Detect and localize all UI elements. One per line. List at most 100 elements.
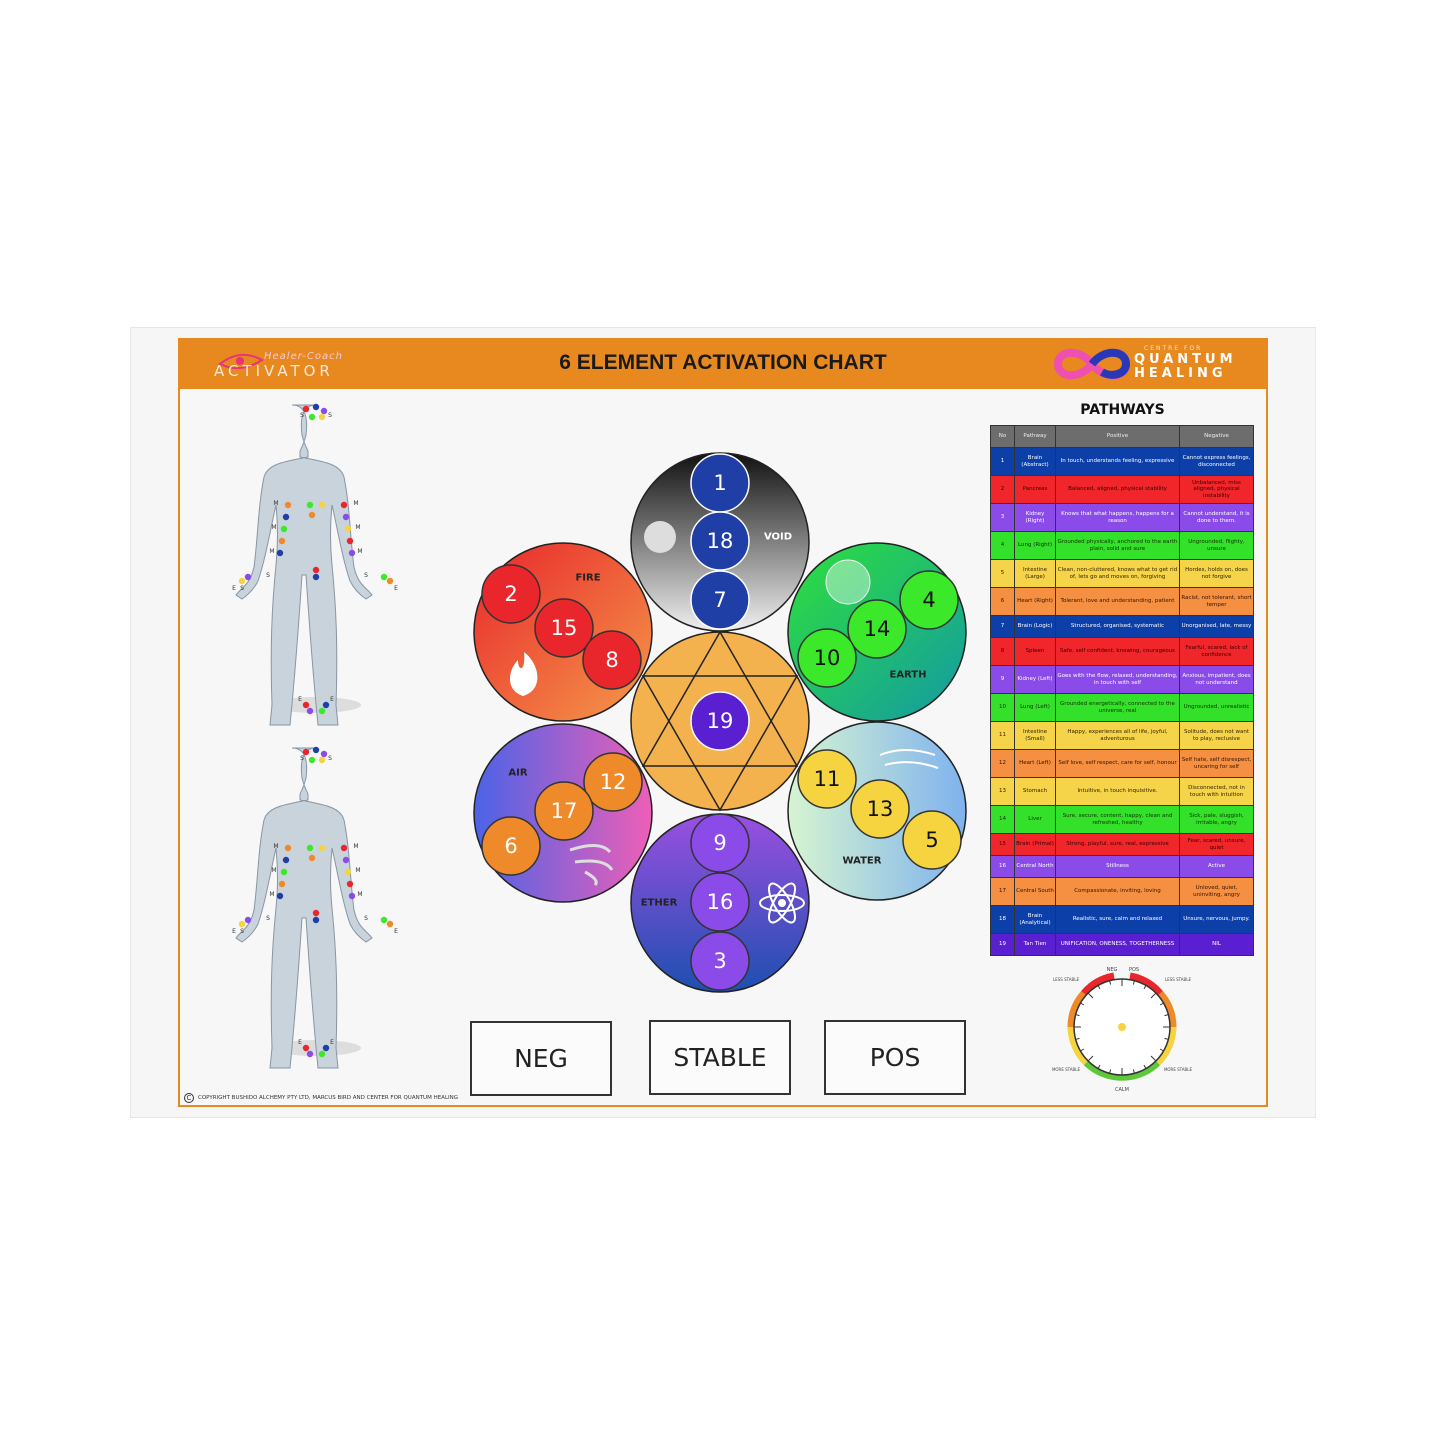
fire-icon: [509, 652, 538, 696]
acupoint-dot[interactable]: [280, 525, 288, 533]
acupoint-dot[interactable]: [342, 513, 350, 521]
acupoint-dot[interactable]: [244, 573, 252, 581]
acupoint-dot[interactable]: [282, 856, 290, 864]
acupoint-dot[interactable]: [322, 1044, 330, 1052]
pathway-number: 3: [713, 949, 726, 973]
acupoint-dot[interactable]: [308, 756, 316, 764]
pathway-node[interactable]: [690, 511, 750, 571]
pathway-node[interactable]: [534, 598, 594, 658]
acupoint-dot[interactable]: [238, 920, 246, 928]
atom-icon: [759, 882, 805, 924]
acupoint-dot[interactable]: [308, 413, 316, 421]
acupoint-dot[interactable]: [386, 577, 394, 585]
pathway-node[interactable]: [481, 564, 541, 624]
acupoint-dot[interactable]: [380, 573, 388, 581]
acupoint-dot[interactable]: [320, 407, 328, 415]
acupoint-dot[interactable]: [322, 701, 330, 709]
cell-no: 19: [990, 933, 1015, 956]
acupoint-dot[interactable]: [318, 844, 326, 852]
acupoint-dot[interactable]: [306, 501, 314, 509]
pathway-node[interactable]: [583, 752, 643, 812]
acupoint-dot[interactable]: [312, 573, 320, 581]
acupoint-dot[interactable]: [342, 856, 350, 864]
acupoint-dot[interactable]: [276, 549, 284, 557]
acupoint-dot[interactable]: [282, 513, 290, 521]
acupoint-dot[interactable]: [312, 909, 320, 917]
acupoint-dot[interactable]: [312, 403, 320, 411]
acupoint-dot[interactable]: [344, 868, 352, 876]
pathway-node[interactable]: [902, 810, 962, 870]
acupoint-dot[interactable]: [344, 525, 352, 533]
pathway-node[interactable]: [481, 816, 541, 876]
point-label: S: [240, 585, 244, 592]
acupoint-dot[interactable]: [318, 756, 326, 764]
acupoint-dot[interactable]: [306, 844, 314, 852]
acupoint-dot[interactable]: [308, 854, 316, 862]
acupoint-dot[interactable]: [348, 549, 356, 557]
acupoint-dot[interactable]: [312, 916, 320, 924]
pathway-node[interactable]: [899, 570, 959, 630]
acupoint-dot[interactable]: [306, 1050, 314, 1058]
pathway-node[interactable]: [797, 628, 857, 688]
cell-pathway: Tan Tien: [1014, 933, 1056, 956]
acupoint-dot[interactable]: [302, 1044, 310, 1052]
acupoint-dot[interactable]: [320, 750, 328, 758]
acupoint-dot[interactable]: [280, 868, 288, 876]
cell-positive: Grounded energetically, connected to the…: [1055, 693, 1180, 722]
acupoint-dot[interactable]: [276, 892, 284, 900]
pathway-node[interactable]: [690, 931, 750, 991]
acupoint-dot[interactable]: [318, 1050, 326, 1058]
point-label: S: [328, 755, 332, 762]
acupoint-dot[interactable]: [348, 892, 356, 900]
point-label: E: [394, 585, 398, 592]
acupoint-dot[interactable]: [302, 701, 310, 709]
acupoint-dot[interactable]: [284, 844, 292, 852]
acupoint-dot[interactable]: [284, 501, 292, 509]
acupoint-dot[interactable]: [380, 916, 388, 924]
pathway-number: 10: [814, 646, 841, 670]
neg-button[interactable]: NEG: [470, 1021, 612, 1096]
pathway-node[interactable]: [534, 781, 594, 841]
acupoint-dot[interactable]: [340, 844, 348, 852]
acupoint-dot[interactable]: [346, 537, 354, 545]
cell-no: 14: [990, 805, 1015, 834]
pathway-node[interactable]: [690, 872, 750, 932]
acupoint-dot[interactable]: [244, 916, 252, 924]
cell-negative: NIL: [1179, 933, 1254, 956]
acupoint-dot[interactable]: [308, 511, 316, 519]
pathway-node[interactable]: [690, 691, 750, 751]
cell-no: 2: [990, 475, 1015, 504]
pathway-node[interactable]: [847, 599, 907, 659]
acupoint-dot[interactable]: [318, 413, 326, 421]
acupoint-dot[interactable]: [278, 537, 286, 545]
pathway-node[interactable]: [690, 570, 750, 630]
acupoint-dot[interactable]: [306, 707, 314, 715]
pathway-node[interactable]: [850, 779, 910, 839]
acupoint-dot[interactable]: [340, 501, 348, 509]
cell-pathway: Lung (Left): [1014, 693, 1056, 722]
acupoint-dot[interactable]: [302, 405, 310, 413]
acupoint-dot[interactable]: [312, 746, 320, 754]
acupoint-dot[interactable]: [278, 880, 286, 888]
stable-button[interactable]: STABLE: [649, 1020, 791, 1095]
pathway-node[interactable]: [797, 749, 857, 809]
pathway-node[interactable]: [690, 813, 750, 873]
pathway-node[interactable]: [582, 630, 642, 690]
point-label: M: [357, 548, 362, 555]
copyright-icon: C: [184, 1093, 194, 1103]
acupoint-dot[interactable]: [318, 707, 326, 715]
acupoint-dot[interactable]: [312, 566, 320, 574]
acupoint-dot[interactable]: [302, 748, 310, 756]
cell-no: 7: [990, 615, 1015, 638]
pos-button[interactable]: POS: [824, 1020, 966, 1095]
acupoint-dot[interactable]: [318, 501, 326, 509]
acupoint-dot[interactable]: [238, 577, 246, 585]
acupoint-dot[interactable]: [346, 880, 354, 888]
cell-negative: Anxious, impatient, does not understand: [1179, 665, 1254, 694]
acupoint-dot[interactable]: [386, 920, 394, 928]
